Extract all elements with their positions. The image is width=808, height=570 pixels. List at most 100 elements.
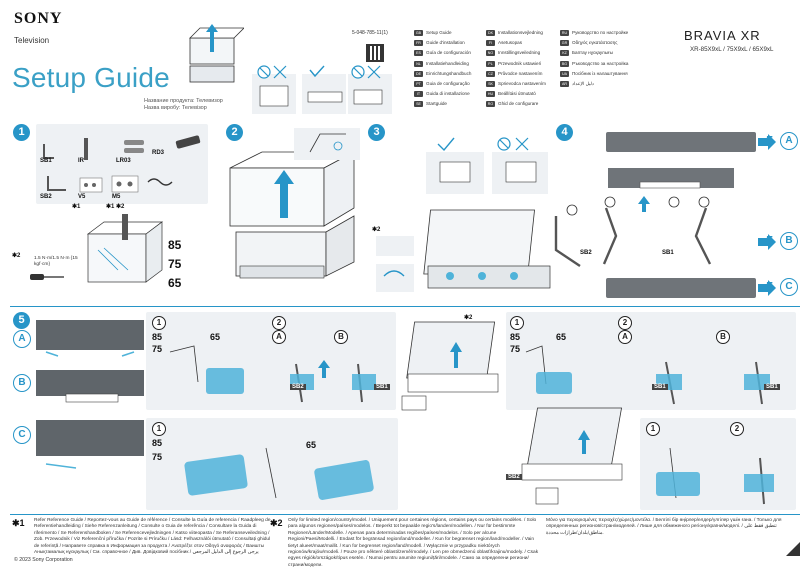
row-ab-right-illustration bbox=[525, 345, 770, 405]
soundbar-box-illustration bbox=[86, 214, 164, 283]
ab-right-sb1-tag-2: SB1 bbox=[764, 384, 780, 390]
ab-right-step-1: 1 bbox=[510, 316, 524, 330]
language-label: Sprievodca nastavením bbox=[498, 80, 547, 86]
language-label: Przewodnik ustawień bbox=[498, 60, 542, 66]
footnote-2-text: Only for limited region/country/model. /… bbox=[288, 518, 539, 568]
product-line: BRAVIA XR bbox=[684, 28, 761, 43]
step3-star-note: ✱2 bbox=[372, 227, 381, 233]
stand-attach-illustration bbox=[554, 168, 734, 267]
section-divider bbox=[10, 306, 800, 307]
language-label: Guia de configuração bbox=[426, 80, 470, 86]
row-a-tv bbox=[36, 320, 144, 357]
language-code-badge: AR bbox=[560, 81, 569, 88]
screw-torque-note: 1.5 N·m/1.5 N·m {15 kgf·cm} bbox=[34, 256, 78, 268]
row-ab-left-illustration bbox=[169, 345, 376, 403]
language-code-badge: UA bbox=[560, 70, 569, 77]
language-label: Startguide bbox=[426, 101, 447, 107]
footnote-1-mark: ✱1 bbox=[12, 518, 25, 528]
footnote-1-text: Refer Reference Guide / Reportez-vous au… bbox=[34, 518, 271, 556]
language-label: Guide d'installation bbox=[426, 40, 465, 46]
document-number: 5-048-785-11(1) bbox=[352, 30, 388, 36]
tv-lift-from-box-illustration bbox=[423, 209, 551, 289]
c-right-step-1: 1 bbox=[646, 422, 660, 436]
ab-size-65: 65 bbox=[210, 332, 221, 342]
language-label: Einrichtungshandbuch bbox=[426, 70, 472, 76]
goto-5a-step: 5 bbox=[766, 133, 774, 148]
subtitle-line-2: Назва виробу: Телевізор bbox=[144, 105, 207, 111]
language-code-badge: NO bbox=[486, 50, 495, 57]
step-2-badge: 2 bbox=[226, 124, 243, 141]
ab-sub-b: B bbox=[334, 330, 348, 344]
step3-clip-detail bbox=[376, 236, 414, 292]
language-code-badge: DE bbox=[414, 70, 423, 77]
language-label: Посібник із налаштування bbox=[572, 70, 628, 76]
impact-warning-panel bbox=[348, 65, 392, 114]
language-code-badge: PL bbox=[486, 60, 495, 67]
goto-5b-arrow bbox=[758, 234, 776, 250]
size-65: 65 bbox=[168, 276, 182, 290]
footer-divider bbox=[10, 514, 800, 515]
language-code-badge: FI bbox=[486, 40, 495, 47]
model-list: XR-85X9xL / 75X9xL / 65X9xL bbox=[690, 46, 774, 53]
product-name-subtitle: Название продукта: Телевизор Назва вироб… bbox=[144, 98, 223, 112]
c-size-85: 85 bbox=[152, 438, 163, 448]
option-b-marker: B bbox=[780, 232, 798, 250]
ab-right-sub-b: B bbox=[716, 330, 730, 344]
language-label: Руководство по настройке bbox=[572, 30, 629, 35]
step4-sb1-label: SB1 bbox=[662, 250, 674, 256]
sony-logo: SONY bbox=[14, 10, 63, 27]
unbox-tv-illustration bbox=[229, 151, 355, 279]
language-code-badge: GB bbox=[414, 30, 423, 37]
language-label: دليل الإعداد bbox=[572, 80, 594, 86]
step-3-badge: 3 bbox=[368, 124, 385, 141]
ab-step-2: 2 bbox=[272, 316, 286, 330]
row-c-right-illustration bbox=[656, 447, 774, 505]
language-code-badge: SE bbox=[414, 101, 423, 108]
goto-5c-arrow bbox=[758, 280, 776, 296]
screwdriver-icon bbox=[30, 274, 64, 280]
row-b-tv bbox=[36, 370, 144, 403]
language-label: Guía de configuración bbox=[426, 50, 471, 56]
language-code-badge: RO bbox=[486, 101, 495, 108]
goto-5b-step: 5 bbox=[766, 233, 774, 248]
language-code-badge: ES bbox=[414, 50, 423, 57]
language-label: Installationsvejledning bbox=[498, 30, 543, 35]
ab-right-sub-a: A bbox=[618, 330, 632, 344]
handling-warning-panels bbox=[252, 65, 346, 114]
language-label: Innstillingsveiledning bbox=[498, 50, 541, 56]
step-1-badge: 1 bbox=[13, 124, 30, 141]
label-sb2: SB2 bbox=[40, 194, 52, 200]
center-star-note: ✱2 bbox=[464, 315, 473, 321]
language-code-badge: PT bbox=[414, 81, 423, 88]
label-sb1: SB1 bbox=[40, 158, 52, 164]
row-c-left-illustration bbox=[184, 447, 374, 500]
option-a-marker: A bbox=[780, 132, 798, 150]
language-label: Ръководство за настройка bbox=[572, 60, 629, 66]
ab-size-85: 85 bbox=[152, 332, 163, 342]
label-lr03: LR03 bbox=[116, 158, 131, 164]
box-lift-illustration bbox=[189, 24, 244, 83]
size-85: 85 bbox=[168, 238, 182, 252]
page-title: Setup Guide bbox=[12, 62, 170, 93]
ab-sub-a: A bbox=[272, 330, 286, 344]
step-5-badge: 5 bbox=[13, 312, 30, 329]
ab-right-sb1-tag: SB1 bbox=[652, 384, 668, 390]
language-code-badge: HU bbox=[486, 91, 495, 98]
c-sb2-tag: SB2 bbox=[506, 474, 522, 480]
star-note-2: ✱2 bbox=[12, 253, 21, 259]
step-4-badge: 4 bbox=[556, 124, 573, 141]
subtitle-line-1: Название продукта: Телевизор bbox=[144, 98, 223, 104]
